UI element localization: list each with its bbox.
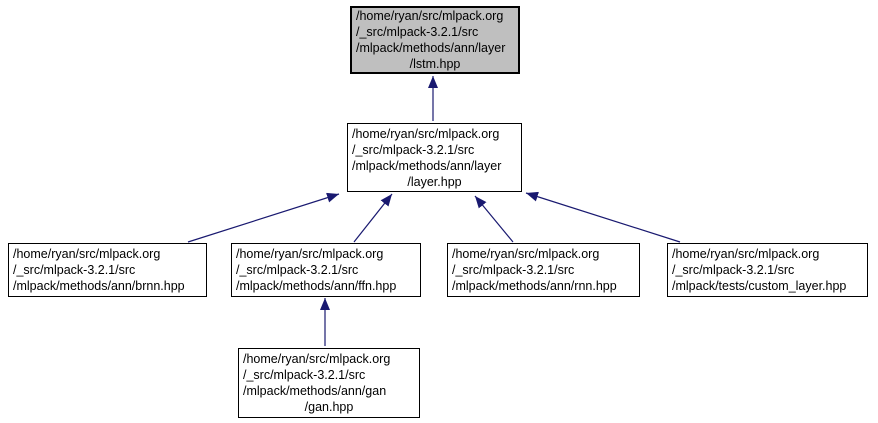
node-label-line: /mlpack/methods/ann/brnn.hpp [13, 279, 185, 293]
node-label-line: /home/ryan/src/mlpack.org [352, 126, 500, 141]
node-label-line: /_src/mlpack-3.2.1/src [356, 25, 479, 39]
edge-brnn-to-layer [187, 192, 340, 243]
node-label-line: /home/ryan/src/mlpack.org [672, 247, 820, 261]
node-brnn-hpp[interactable]: /home/ryan/src/mlpack.org /_src/mlpack-3… [8, 243, 207, 297]
node-label-line: /mlpack/methods/ann/ffn.hpp [236, 279, 397, 293]
edge-rnn-to-layer [474, 195, 514, 243]
node-label-line: /mlpack/methods/ann/rnn.hpp [452, 279, 617, 293]
node-label-line: /gan.hpp [304, 400, 354, 414]
node-custom-layer-hpp[interactable]: /home/ryan/src/mlpack.org /_src/mlpack-3… [667, 243, 868, 297]
node-label-line: /_src/mlpack-3.2.1/src [672, 263, 795, 277]
node-label-line: /mlpack/methods/ann/gan [243, 384, 387, 398]
node-label-line: /home/ryan/src/mlpack.org [236, 247, 384, 261]
node-label-line: /_src/mlpack-3.2.1/src [352, 142, 475, 157]
node-gan-hpp[interactable]: /home/ryan/src/mlpack.org /_src/mlpack-3… [238, 348, 420, 418]
node-label-line: /_src/mlpack-3.2.1/src [243, 368, 366, 382]
node-label-line: /home/ryan/src/mlpack.org [13, 247, 161, 261]
edge-ffn-to-layer [353, 193, 393, 243]
node-label-line: /layer.hpp [407, 174, 462, 189]
node-layer-hpp[interactable]: /home/ryan/src/mlpack.org /_src/mlpack-3… [347, 123, 522, 192]
node-label-line: /mlpack/methods/ann/layer [352, 158, 502, 173]
node-label-line: /home/ryan/src/mlpack.org [452, 247, 600, 261]
node-ffn-hpp[interactable]: /home/ryan/src/mlpack.org /_src/mlpack-3… [231, 243, 421, 297]
edge-custom-layer-to-layer [525, 191, 681, 243]
node-label-line: /lstm.hpp [409, 57, 461, 71]
node-rnn-hpp[interactable]: /home/ryan/src/mlpack.org /_src/mlpack-3… [447, 243, 640, 297]
node-label-line: /_src/mlpack-3.2.1/src [452, 263, 575, 277]
node-lstm-hpp[interactable]: /home/ryan/src/mlpack.org /_src/mlpack-3… [350, 6, 520, 74]
node-label-line: /_src/mlpack-3.2.1/src [13, 263, 136, 277]
node-label-line: /mlpack/tests/custom_layer.hpp [672, 279, 847, 293]
node-label-line: /home/ryan/src/mlpack.org [356, 9, 504, 23]
node-label-line: /_src/mlpack-3.2.1/src [236, 263, 359, 277]
node-label-line: /mlpack/methods/ann/layer [356, 41, 506, 55]
node-label-line: /home/ryan/src/mlpack.org [243, 352, 391, 366]
